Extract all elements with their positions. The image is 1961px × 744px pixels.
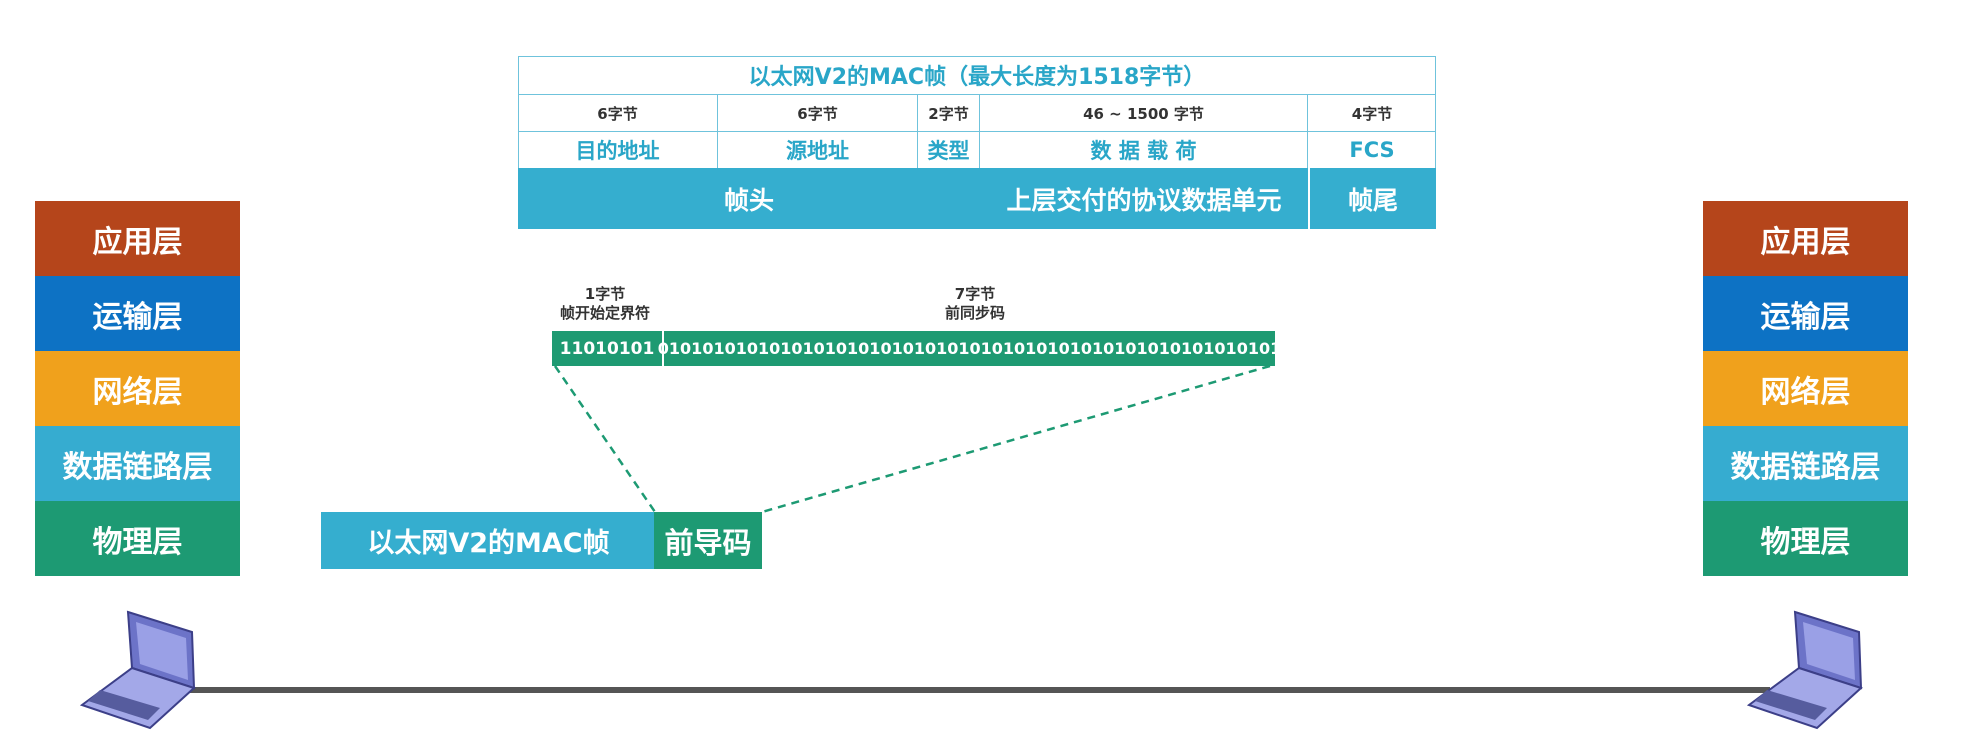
sync-size-label: 7字节 [954, 285, 996, 303]
size-type: 2字节 [918, 95, 980, 132]
sfd-bits: 11010101 [552, 331, 662, 366]
bottom-mac-frame: 以太网V2的MAC帧 [321, 512, 656, 569]
mac-table-title: 以太网V2的MAC帧（最大长度为1518字节） [518, 56, 1436, 95]
right-layer-network: 网络层 [1703, 351, 1908, 426]
sfd-size-label: 1字节 [584, 285, 626, 303]
size-dest-address: 6字节 [518, 95, 718, 132]
field-type: 类型 [918, 132, 980, 168]
size-fcs: 4字节 [1308, 95, 1436, 132]
field-dest-address: 目的地址 [518, 132, 718, 168]
sync-name-label: 前同步码 [944, 304, 1005, 322]
right-layer-datalink: 数据链路层 [1703, 426, 1908, 501]
right-laptop-icon [1746, 610, 1863, 730]
field-src-address: 源地址 [718, 132, 918, 168]
left-layer-network: 网络层 [35, 351, 240, 426]
band-frame-header: 帧头 [518, 168, 980, 229]
sfd-label: 1字节 帧开始定界符 [545, 285, 665, 323]
right-layer-physical: 物理层 [1703, 501, 1908, 576]
left-layer-application: 应用层 [35, 201, 240, 276]
band-frame-trailer: 帧尾 [1308, 168, 1436, 229]
dashed-line-right [761, 364, 1271, 514]
dashed-line-left [553, 365, 657, 513]
right-layer-application: 应用层 [1703, 201, 1908, 276]
right-layer-transport: 运输层 [1703, 276, 1908, 351]
bottom-preamble: 前导码 [654, 512, 762, 569]
size-src-address: 6字节 [718, 95, 918, 132]
sync-label: 7字节 前同步码 [915, 285, 1035, 323]
field-payload: 数 据 载 荷 [980, 132, 1308, 168]
left-layer-datalink: 数据链路层 [35, 426, 240, 501]
left-layer-transport: 运输层 [35, 276, 240, 351]
bits-divider [662, 331, 664, 366]
band-payload: 上层交付的协议数据单元 [980, 168, 1308, 229]
sync-bits: 0101010101010101010101010101010101010101… [658, 331, 1281, 366]
size-payload: 46 ~ 1500 字节 [980, 95, 1308, 132]
sfd-name-label: 帧开始定界符 [559, 304, 650, 322]
left-laptop-icon [79, 610, 196, 730]
left-layer-physical: 物理层 [35, 501, 240, 576]
field-fcs: FCS [1349, 138, 1395, 162]
